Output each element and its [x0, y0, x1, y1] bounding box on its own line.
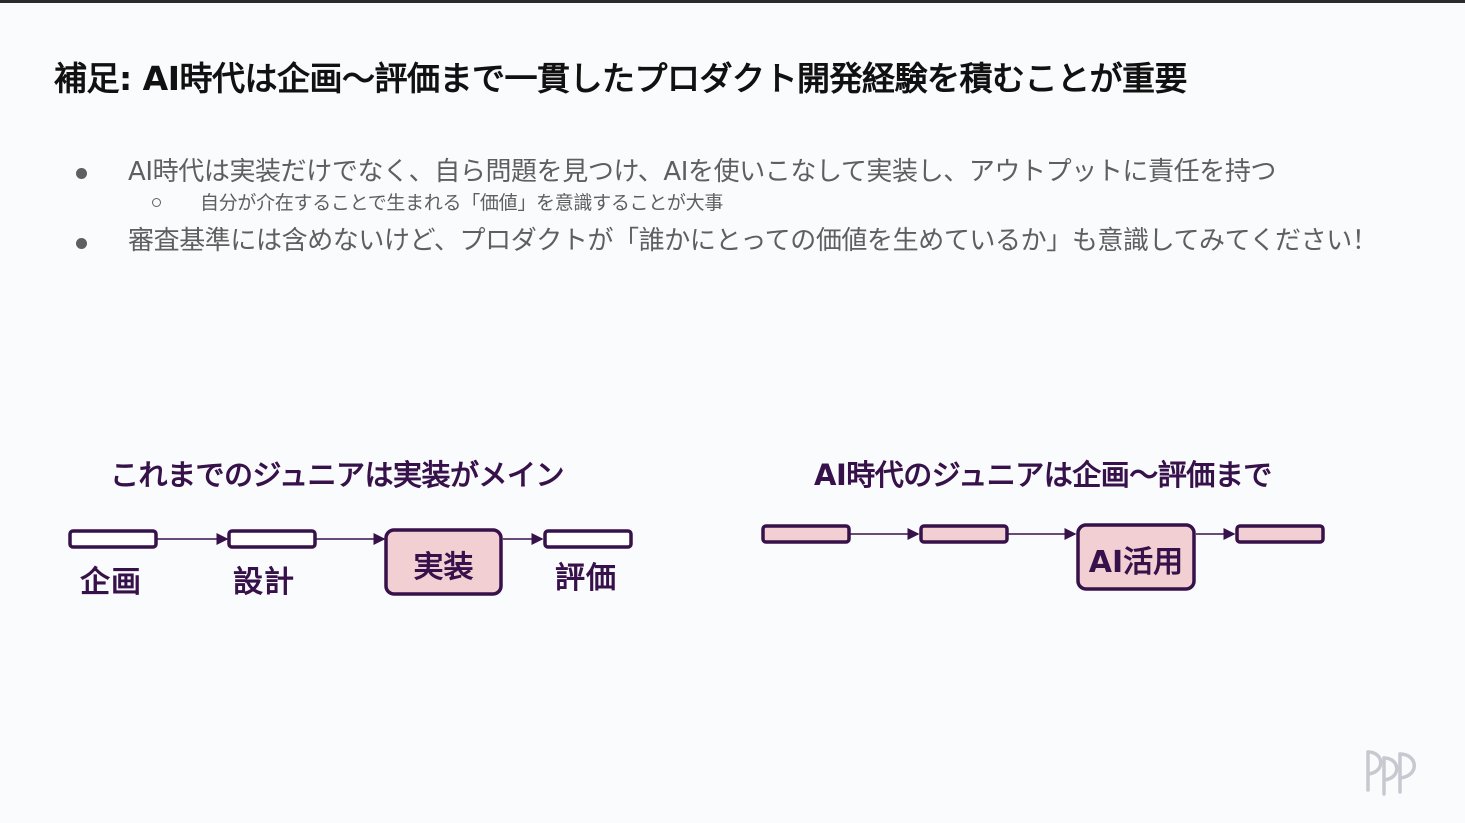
sub-bullet-text: 自分が介在することで生まれる「価値」を意識することが大事 [200, 192, 724, 214]
step-label-planning: 企画 [80, 565, 142, 600]
slide-title: 補足: AI時代は企画〜評価まで一貫したプロダクト開発経験を積むことが重要 [54, 59, 1188, 98]
bullet-text: 審査基準には含めないけど、プロダクトが「誰かにとっての価値を生めているか」も意識… [128, 226, 1378, 256]
step-label-evaluation: 評価 [555, 561, 617, 596]
brand-logo-icon [1366, 750, 1416, 796]
bullet-text: AI時代は実装だけでなく、自ら問題を見つけ、AIを使いこなして実装し、アウトプッ… [128, 157, 1277, 187]
step-box-ai-usage [1076, 523, 1196, 591]
ai-usage-label: AI活用 [1088, 545, 1184, 580]
step-bar-evaluation [543, 529, 633, 549]
bullet-item: AI時代は実装だけでなく、自ら問題を見つけ、AIを使いこなして実装し、アウトプッ… [72, 152, 1417, 192]
bullet-dot-icon [76, 168, 87, 179]
step-box-implementation [384, 528, 503, 596]
step-bar-planning [68, 529, 158, 549]
step-bar-planning [761, 524, 851, 544]
ai-junior-heading: AI時代のジュニアは企画〜評価まで [814, 458, 1272, 492]
top-rule [0, 0, 1465, 3]
old-junior-heading: これまでのジュニアは実装がメイン [110, 458, 564, 492]
step-label-design: 設計 [233, 565, 295, 600]
step-bar-evaluation [1235, 524, 1325, 544]
sub-bullet-item: 自分が介在することで生まれる「価値」を意識することが大事 [72, 188, 1417, 218]
step-bar-design [919, 524, 1009, 544]
bullet-item: 審査基準には含めないけど、プロダクトが「誰かにとっての価値を生めているか」も意識… [72, 222, 1417, 260]
step-bar-design [227, 529, 317, 549]
sub-bullet-ring-icon [152, 198, 161, 207]
step-label-implementation: 実装 [413, 550, 474, 585]
bullet-list: AI時代は実装だけでなく、自ら問題を見つけ、AIを使いこなして実装し、アウトプッ… [72, 152, 1417, 260]
bullet-dot-icon [76, 238, 87, 249]
